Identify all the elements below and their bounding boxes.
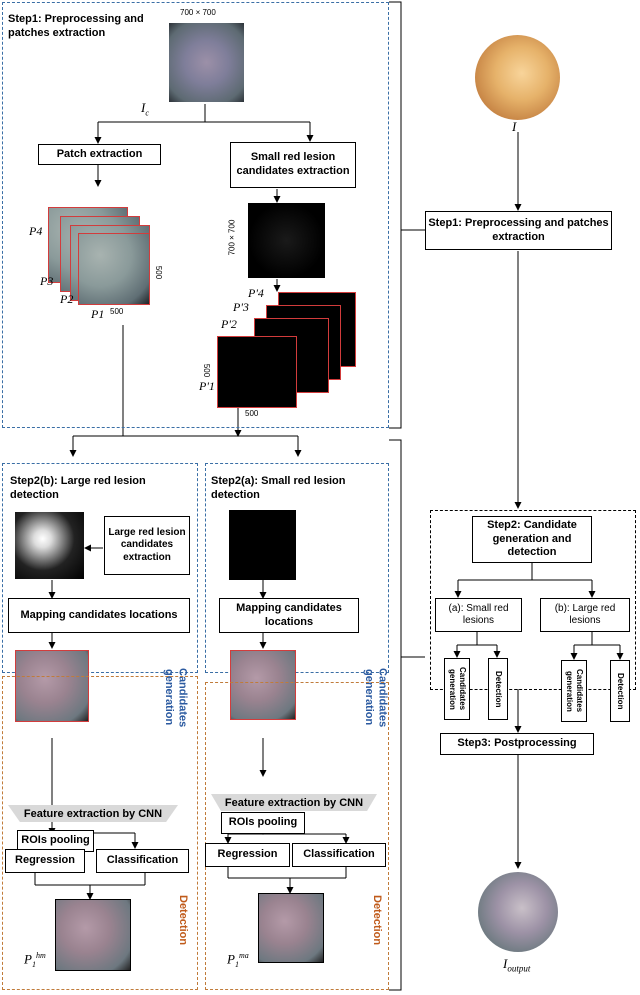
small-candidates-box: Small red lesion candidates extraction — [230, 142, 356, 188]
candidates-map-2a — [230, 650, 296, 720]
cand-gen-b-box: Candidates generation — [561, 660, 587, 722]
large-candidates-image — [15, 512, 84, 579]
p-500-side: 500 — [154, 265, 164, 280]
detection-output-2b — [55, 899, 131, 971]
pp2-label: P'2 — [221, 317, 237, 331]
large-lesions-box: (b): Large red lesions — [540, 598, 630, 632]
step2b-panel — [2, 463, 198, 673]
mapping-box-2b: Mapping candidates locations — [8, 598, 190, 633]
regression-box-2a: Regression — [205, 843, 290, 867]
output-fundus-image — [478, 872, 558, 952]
detection-label-2a: Detection — [371, 894, 384, 946]
step2b-detection-panel — [2, 676, 198, 990]
ic-label: Ic — [141, 100, 149, 118]
input-fundus-image — [475, 35, 560, 120]
candidates-map-2b — [15, 650, 89, 722]
classification-box-2b: Classification — [96, 849, 189, 873]
step2a-detection-panel — [205, 682, 389, 990]
dim-top-label: 700 × 700 — [180, 8, 216, 17]
mapping-box-2a: Mapping candidates locations — [219, 598, 359, 633]
step2a-title: Step2(a): Small red lesion detection — [211, 475, 346, 502]
output-label-2b: P1hm — [24, 951, 46, 969]
large-candidates-box: Large red lesion candidates extraction — [104, 516, 190, 575]
small-lesions-box: (a): Small red lesions — [435, 598, 522, 632]
step1-title: Step1: Preprocessing and patches extract… — [8, 13, 144, 40]
cnn-bar-2b: Feature extraction by CNN — [8, 805, 178, 822]
pp-500-bottom: 500 — [245, 409, 259, 418]
p1-label: P1 — [91, 307, 105, 321]
step3-box: Step3: Postprocessing — [440, 733, 594, 755]
small-lesion-image — [229, 510, 296, 580]
right-step1-box: Step1: Preprocessing and patches extract… — [425, 211, 612, 250]
detection-label-2b: Detection — [177, 894, 190, 946]
step2b-title: Step2(b): Large red lesion detection — [10, 475, 146, 502]
right-step2-panel — [430, 510, 636, 690]
detection-b-box: Detection — [610, 660, 630, 722]
rois-pooling-box-2b: ROIs pooling — [17, 830, 94, 852]
step1-panel — [2, 2, 389, 428]
small-candidates-image — [248, 203, 325, 278]
p4-label: P4 — [29, 224, 43, 238]
regression-box-2b: Regression — [5, 849, 85, 873]
patch-extraction-box: Patch extraction — [38, 144, 161, 165]
input-label: I — [512, 119, 517, 134]
step2a-panel — [205, 463, 389, 673]
cand-gen-a-box: Candidates generation — [444, 658, 470, 720]
classification-box-2a: Classification — [292, 843, 386, 867]
pp1-label: P'1 — [199, 379, 215, 393]
p-500-bottom: 500 — [110, 307, 124, 316]
pp3-label: P'3 — [233, 300, 249, 314]
dim-side-label: 700 × 700 — [227, 219, 237, 256]
p2-label: P2 — [60, 292, 74, 306]
patch-p1 — [78, 233, 150, 305]
pp4-label: P'4 — [248, 286, 264, 300]
detection-a-box: Detection — [488, 658, 508, 720]
cnn-bar-2a: Feature extraction by CNN — [211, 794, 377, 811]
output-label-2a: P1ma — [227, 951, 249, 969]
p3-label: P3 — [40, 274, 54, 288]
cand-gen-label-2b: Candidates generation — [163, 667, 189, 728]
rois-pooling-box-2a: ROIs pooling — [221, 812, 305, 834]
pp-500-side: 500 — [202, 363, 212, 378]
preprocessed-fundus-image — [169, 23, 244, 102]
right-step2-box: Step2: Candidate generation and detectio… — [472, 516, 592, 563]
output-label: Ioutput — [503, 956, 531, 974]
dark-patch-p1 — [217, 336, 297, 408]
detection-output-2a — [258, 893, 324, 963]
